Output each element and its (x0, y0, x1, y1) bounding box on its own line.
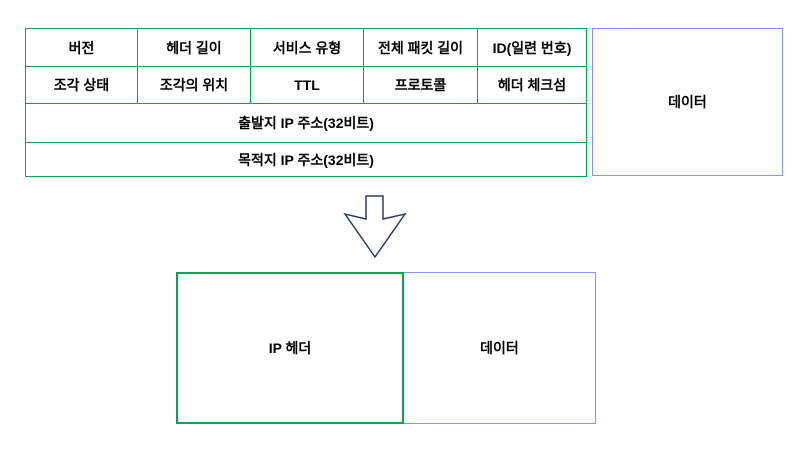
cell-total-packet-length: 전체 패킷 길이 (364, 29, 478, 67)
payload-box-bottom: 데이터 (403, 272, 596, 424)
cell-version: 버전 (26, 29, 138, 67)
cell-service-type: 서비스 유형 (251, 29, 364, 67)
cell-protocol: 프로토콜 (364, 67, 478, 104)
payload-box-top: 데이터 (592, 28, 783, 176)
ip-header-box: IP 헤더 (176, 272, 404, 424)
cell-ttl: TTL (251, 67, 364, 104)
cell-id: ID(일련 번호) (478, 29, 586, 67)
down-arrow-icon (343, 195, 407, 259)
cell-header-checksum: 헤더 체크섬 (478, 67, 586, 104)
cell-header-length: 헤더 길이 (138, 29, 251, 67)
cell-fragment-offset: 조각의 위치 (138, 67, 251, 104)
ip-header-field-table: 버전 헤더 길이 서비스 유형 전체 패킷 길이 ID(일련 번호) 조각 상태… (25, 28, 587, 177)
ip-header-label: IP 헤더 (268, 340, 312, 356)
payload-label-bottom: 데이터 (480, 340, 519, 356)
cell-fragment-status: 조각 상태 (26, 67, 138, 104)
cell-source-ip-address: 출발지 IP 주소(32비트) (26, 104, 586, 143)
cell-destination-ip-address: 목적지 IP 주소(32비트) (238, 151, 374, 168)
payload-label-top: 데이터 (668, 94, 707, 110)
